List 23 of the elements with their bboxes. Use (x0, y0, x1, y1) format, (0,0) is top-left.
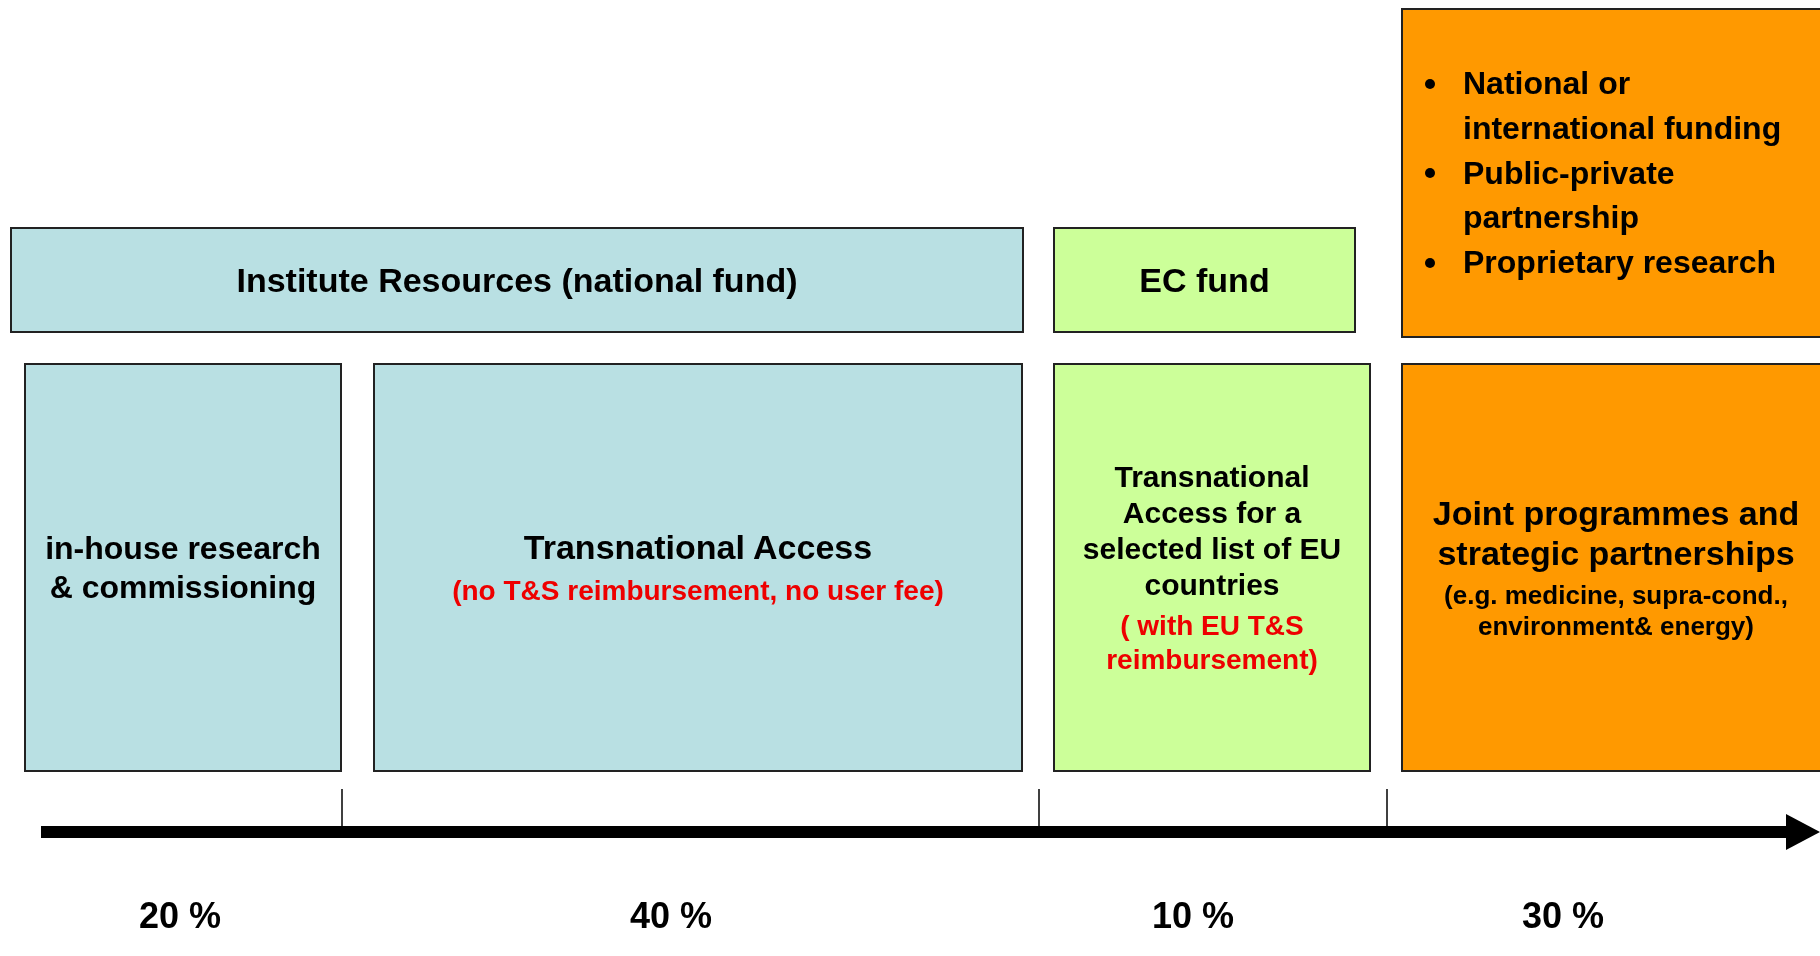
note-text: (no T&S reimbursement, no user fee) (451, 574, 945, 608)
percentage-label: 10 % (1151, 895, 1235, 937)
box-title: in-house research & commissioning (44, 529, 322, 606)
note-text: (e.g. medicine, supra-cond., environment& energy) (1443, 580, 1789, 643)
funding-band (10, 227, 1024, 333)
box-title: Joint programmes and strategic partnerships (1431, 492, 1801, 575)
bullet-text: Proprietary research (1463, 244, 1777, 281)
band-title: Institute Resources (national fund) (235, 259, 799, 301)
band-title: EC fund (1138, 259, 1271, 301)
funding-band (1053, 227, 1356, 333)
percentage-label: 30 % (1521, 895, 1605, 937)
category-box (24, 363, 342, 772)
percentage-label: 40 % (629, 895, 713, 937)
category-box (373, 363, 1023, 772)
bullet-text: Public-private partnership (1463, 154, 1675, 236)
category-box (1053, 363, 1371, 772)
bullet-text: National or international funding (1463, 65, 1782, 146)
percentage-label: 20 % (138, 895, 222, 937)
category-box (1401, 363, 1820, 772)
funding-panel (1401, 8, 1820, 338)
box-title: Transnational Access for a selected list of EU countries (1081, 458, 1343, 603)
box-title: Transnational Access (522, 527, 874, 569)
note-text: ( with EU T&S reimbursement) (1105, 608, 1319, 677)
